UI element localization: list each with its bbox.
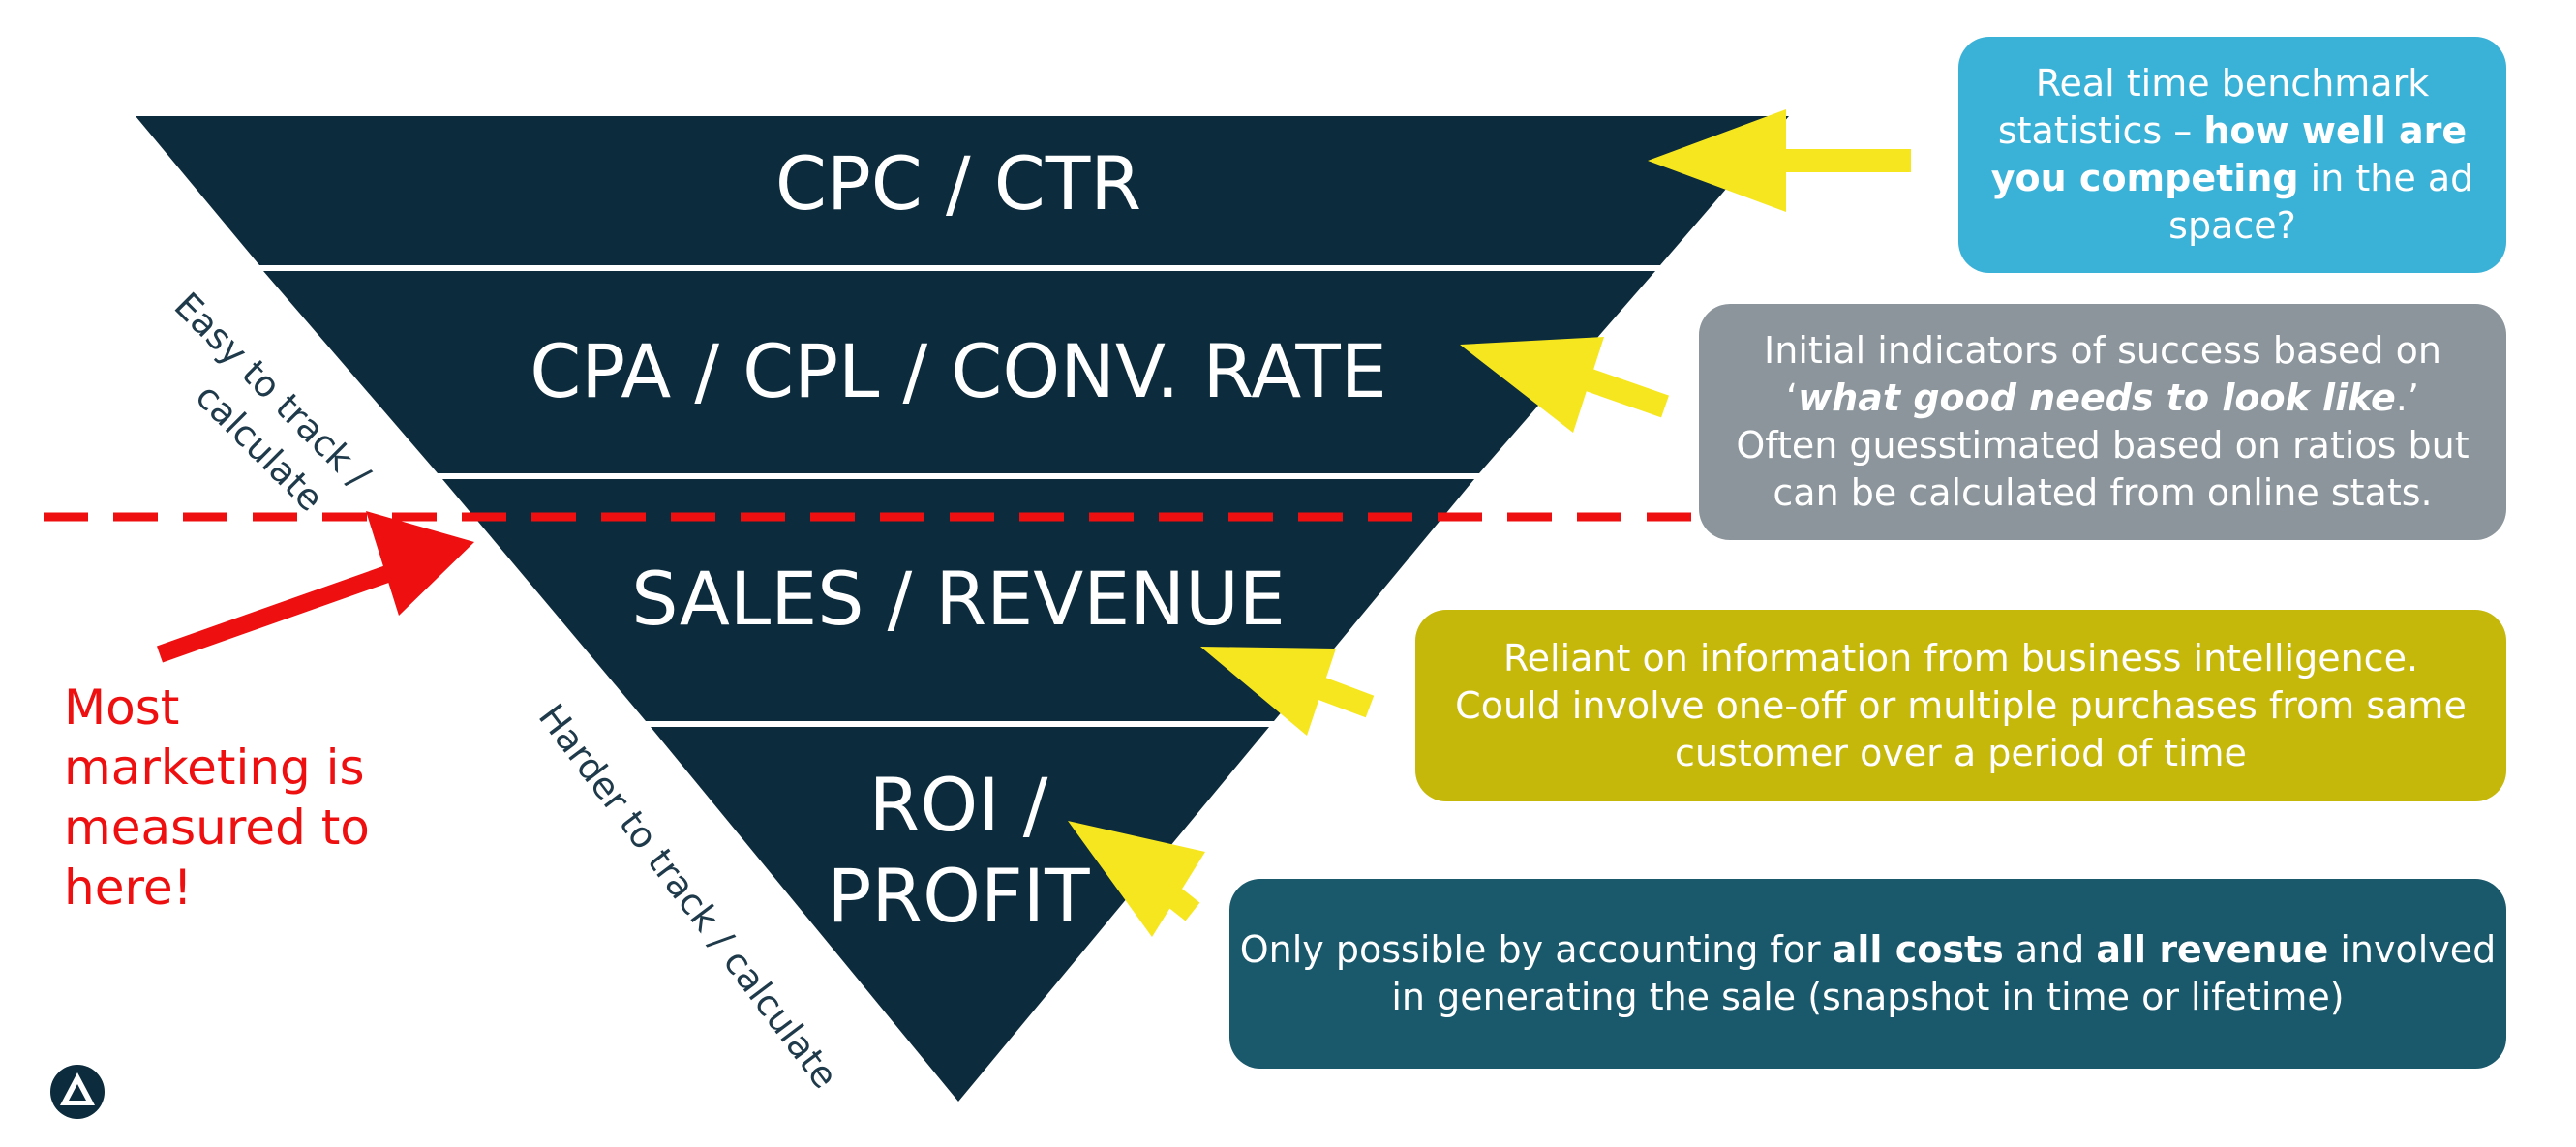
box-text-line: you competing in the ad [1991,155,2473,202]
yellow-arrow-cpa [1460,337,1669,433]
box-text-run: statistics – [1997,109,2204,152]
red-arrow [157,511,474,663]
box-text-run: in the ad [2298,157,2474,199]
box-text-run: all costs [1832,928,2004,971]
yellow-arrow-sales [1200,647,1375,736]
business-intelligence-box: Reliant on information from business int… [1415,610,2506,801]
box-text-line: ‘what good needs to look like.’ [1786,375,2419,422]
box-text-run: all revenue [2096,928,2329,971]
yellow-arrow-cpc [1648,109,1911,212]
box-text-line: Reliant on information from business int… [1503,635,2418,682]
yellow-arrow-roi [1068,821,1205,937]
funnel-level-roi-profit [651,727,1269,1102]
box-text-run: Could involve one-off or multiple purcha… [1455,683,2467,727]
box-text-line: in generating the sale (snapshot in time… [1391,974,2344,1021]
all-costs-revenue-box: Only possible by accounting for all cost… [1229,879,2506,1069]
funnel-label-roi-line1: ROI / [869,762,1048,848]
box-text-run: Often guesstimated based on ratios but [1736,424,2470,467]
note-line: Most [64,679,180,736]
box-text-run: involved [2328,928,2497,971]
box-text-line: Initial indicators of success based on [1764,327,2441,375]
note-line: here! [64,860,193,916]
box-text-line: statistics – how well are [1998,107,2467,155]
note-line: marketing is [64,740,365,796]
box-text-run: Only possible by accounting for [1239,928,1833,971]
initial-indicators-box: Initial indicators of success based on‘w… [1699,304,2506,540]
funnel-label-cpc-ctr: CPC / CTR [775,140,1141,226]
box-text-line: space? [2168,202,2296,250]
box-text-run: in generating the sale (snapshot in time… [1391,976,2345,1018]
box-text-run: ‘ [1786,377,1799,419]
box-text-line: can be calculated from online stats. [1773,469,2432,517]
box-text-run: .’ [2395,377,2419,419]
box-text-line: Only possible by accounting for all cost… [1240,926,2497,974]
box-text-run: Reliant on information from business int… [1502,636,2419,679]
funnel-level-sales-revenue [442,479,1474,721]
box-text-run: you competing [1990,157,2299,199]
box-text-run: Initial indicators of success based on [1764,329,2441,372]
box-text-line: Could involve one-off or multiple purcha… [1455,682,2467,730]
funnel-level-cpa-cpl-conv-rate [263,271,1655,473]
note-line: measured to [64,800,370,856]
box-text-line: Often guesstimated based on ratios but [1736,422,2469,469]
funnel-level-cpc-ctr [136,116,1789,265]
box-text-line: Real time benchmark [2036,60,2429,107]
most-marketing-note: Most marketing is measured to here! [64,678,370,918]
triangle-logo-icon [50,1065,105,1119]
funnel-label-cpa: CPA / CPL / CONV. RATE [530,328,1387,414]
funnel-label-sales: SALES / REVENUE [631,556,1286,642]
box-text-run: Real time benchmark [2035,62,2430,105]
box-text-run: what good needs to look like [1798,377,2396,419]
box-text-run: space? [2168,204,2296,247]
funnel-label-roi-line2: PROFIT [827,853,1090,939]
box-text-run: customer over a period of time [1675,731,2247,774]
box-text-run: how well are [2203,109,2468,152]
box-text-run: and [2003,928,2097,971]
box-text-line: customer over a period of time [1675,730,2247,777]
box-text-run: can be calculated from online stats. [1773,471,2433,514]
